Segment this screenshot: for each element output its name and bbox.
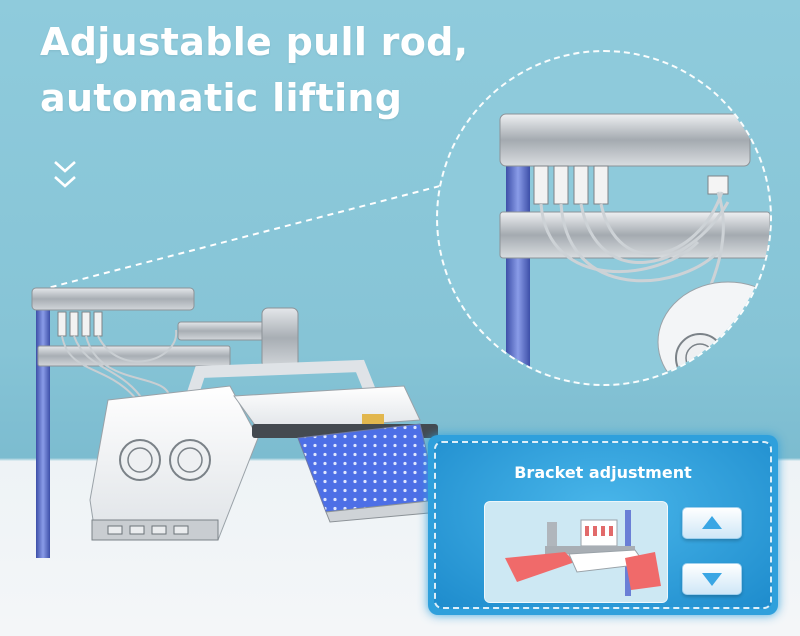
panel-title: Bracket adjustment xyxy=(514,463,692,482)
device-preview-image xyxy=(484,501,668,603)
bracket-adjustment-panel: Bracket adjustment xyxy=(428,435,778,615)
bracket-down-button[interactable] xyxy=(682,563,742,595)
arrow-down-icon xyxy=(702,573,722,586)
bracket-closeup xyxy=(499,113,770,384)
panel-frame: Bracket adjustment xyxy=(434,441,772,609)
zoom-detail-circle xyxy=(436,50,772,386)
double-chevron-down-icon xyxy=(52,158,78,196)
headline-line-1: Adjustable pull rod, xyxy=(40,20,469,64)
arrow-up-icon xyxy=(702,516,722,529)
bracket-up-button[interactable] xyxy=(682,507,742,539)
headline-line-2: automatic lifting xyxy=(40,76,403,120)
headline: Adjustable pull rod, automatic lifting xyxy=(40,14,468,126)
